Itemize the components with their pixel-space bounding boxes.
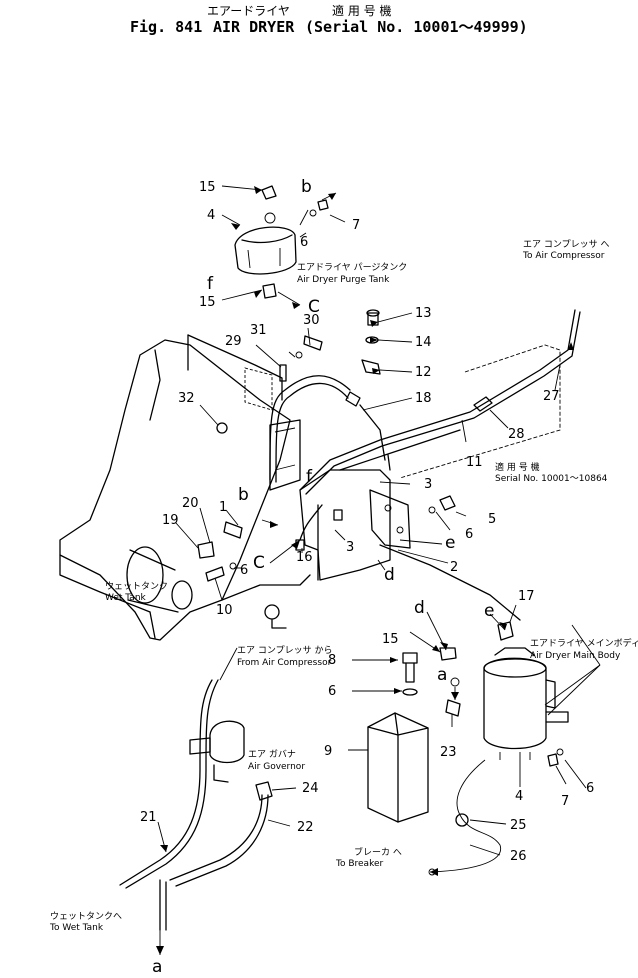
callout-4: 4 (515, 789, 523, 804)
callout-26: 26 (510, 849, 527, 864)
callout-2: 2 (450, 560, 458, 575)
conn-letter-a: a (437, 665, 447, 685)
note-to-compressor-en: To Air Compressor (522, 251, 605, 261)
page-title: AIR DRYER (213, 18, 295, 36)
conn-letter-f: f (306, 467, 313, 487)
callout-7: 7 (561, 794, 569, 809)
electrical-box (367, 712, 429, 823)
callout-20: 20 (182, 496, 199, 511)
callout-6: 6 (240, 563, 248, 578)
conn-letter-f: f (207, 274, 214, 294)
callout-17: 17 (518, 589, 535, 604)
callout-29: 29 (225, 334, 242, 349)
callout-30: 30 (303, 313, 320, 328)
note-serial-en: Serial No. 10001～10864 (495, 474, 608, 484)
callout-6: 6 (465, 527, 473, 542)
callout-6: 6 (586, 781, 594, 796)
callout-12: 12 (415, 365, 432, 380)
callout-31: 31 (250, 323, 267, 338)
title-jp: エアードライヤ (207, 4, 290, 18)
callout-19: 19 (162, 513, 179, 528)
callout-32: 32 (178, 391, 195, 406)
callout-10: 10 (216, 603, 233, 618)
note-from-compressor-jp: エア コンプレッサ から (237, 645, 332, 656)
connector-25 (455, 813, 469, 827)
conn-letter-d: d (414, 598, 425, 618)
callout-27: 27 (543, 389, 560, 404)
fig-label: Fig. 841 (130, 18, 202, 36)
conn-letter-e: e (484, 601, 494, 621)
air-governor (189, 720, 273, 801)
note-to-wet-tank-en: To Wet Tank (49, 923, 104, 933)
conn-letter-d: d (384, 565, 395, 585)
callout-22: 22 (297, 820, 314, 835)
purge-tank (234, 185, 329, 299)
note-breaker-en: To Breaker (335, 859, 383, 869)
conn-letter-e: e (445, 533, 455, 553)
callout-4: 4 (207, 208, 215, 223)
callout-numbers: 15 4 7 6 15 13 14 12 30 31 29 32 18 27 2… (140, 180, 594, 864)
callout-21: 21 (140, 810, 157, 825)
callout-24: 24 (302, 781, 319, 796)
arrowheads (156, 186, 574, 955)
callout-1: 1 (219, 500, 227, 515)
conn-letter-c: C (253, 553, 265, 573)
note-main-body-en: Air Dryer Main Body (530, 651, 621, 661)
callout-15: 15 (199, 180, 216, 195)
callout-23: 23 (440, 745, 457, 760)
callout-8: 8 (328, 653, 336, 668)
note-purge-jp: エアドライヤ パージタンク (297, 262, 407, 273)
callout-18: 18 (415, 391, 432, 406)
callout-25: 25 (510, 818, 527, 833)
serial-range: (Serial No. 10001～49999) (305, 18, 528, 36)
conn-letter-c: C (308, 297, 320, 317)
bolt-8 (402, 652, 418, 696)
annotation-notes: エアドライヤ パージタンク Air Dryer Purge Tank エア コン… (49, 239, 638, 933)
fittings-center (197, 309, 493, 582)
note-wet-tank-jp: ウェットタンク (105, 581, 168, 592)
callout-16: 16 (296, 550, 313, 565)
note-governor-jp: エア ガバナ (248, 749, 296, 760)
callout-3: 3 (424, 477, 432, 492)
callout-9: 9 (324, 744, 332, 759)
connection-letters: b f C b f C e d d e a a (152, 177, 494, 977)
conn-letter-b: b (238, 485, 249, 505)
chassis-frame (59, 334, 411, 641)
conn-letter-a: a (152, 957, 162, 977)
callout-14: 14 (415, 335, 432, 350)
callout-6: 6 (328, 684, 336, 699)
note-main-body-jp: エアドライヤ メインボディ (530, 637, 638, 649)
callout-5: 5 (488, 512, 496, 527)
note-from-compressor-en: From Air Compressor (237, 658, 332, 668)
callout-7: 7 (352, 218, 360, 233)
note-serial-jp: 適 用 号 機 (495, 461, 540, 473)
callout-15: 15 (382, 632, 399, 647)
note-to-compressor-jp: エア コンプレッサ へ (523, 239, 609, 250)
callout-28: 28 (508, 427, 525, 442)
note-to-wet-tank-jp: ウェットタンクへ (50, 911, 122, 922)
callout-3: 3 (346, 540, 354, 555)
note-breaker-jp: ブレーカ へ (354, 846, 402, 858)
callout-6: 6 (300, 235, 308, 250)
leader-lines (157, 185, 601, 955)
note-wet-tank-en: Wet Tank (105, 593, 147, 603)
callout-13: 13 (415, 306, 432, 321)
dryer-main-body (439, 621, 569, 767)
note-governor-en: Air Governor (248, 762, 305, 772)
callout-15: 15 (199, 295, 216, 310)
callout-11: 11 (466, 455, 483, 470)
conn-letter-b: b (301, 177, 312, 197)
applicable-jp: 適 用 号 機 (332, 3, 391, 18)
note-purge-en: Air Dryer Purge Tank (297, 275, 390, 285)
